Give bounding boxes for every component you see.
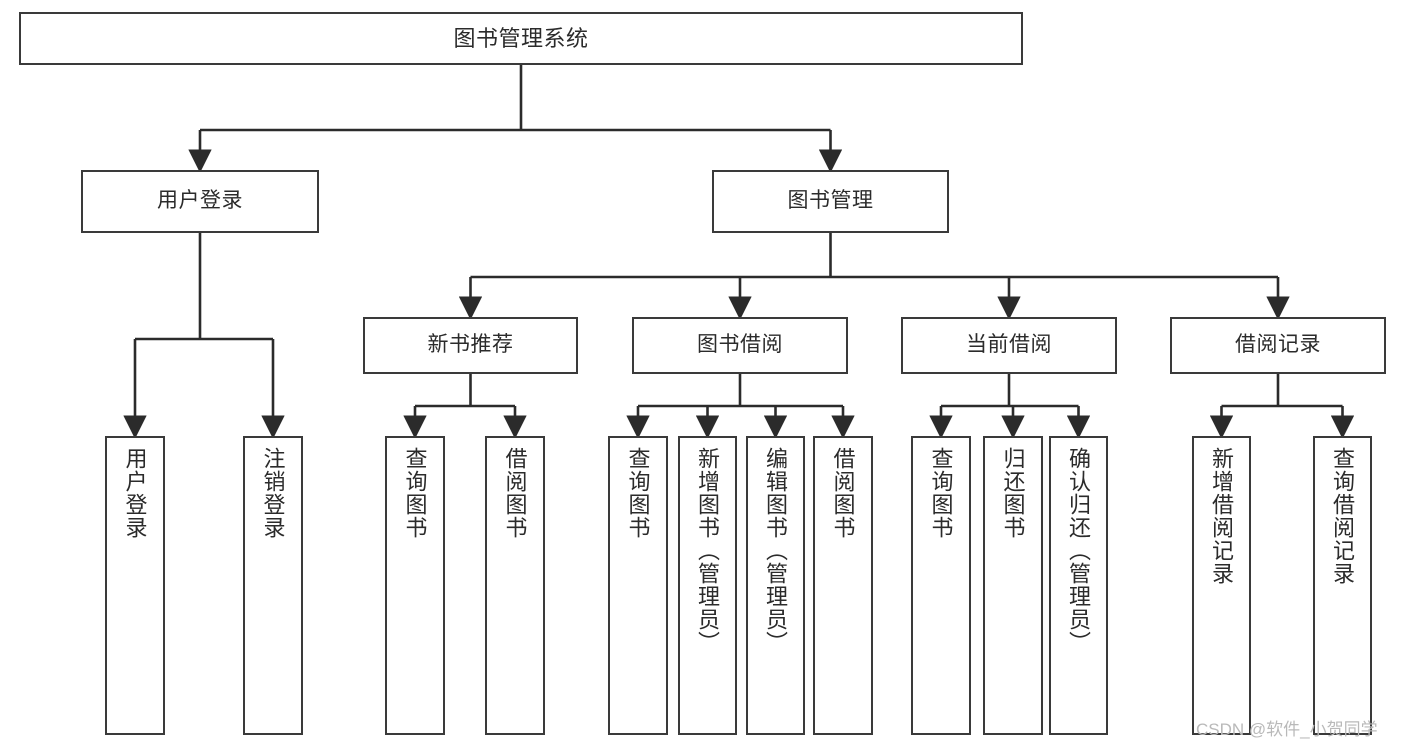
node-login[interactable]: 用户登录 bbox=[81, 170, 319, 233]
node-leaf-user-login[interactable]: 用户登录 bbox=[105, 436, 165, 735]
node-label: 用户登录 bbox=[122, 447, 148, 539]
node-label: 归还图书 bbox=[1000, 447, 1026, 539]
node-leaf-borrow-lend[interactable]: 借阅图书 bbox=[813, 436, 873, 735]
node-root[interactable]: 图书管理系统 bbox=[19, 12, 1023, 65]
node-label: 查询图书 bbox=[402, 447, 428, 539]
node-leaf-rec-query[interactable]: 查询借阅记录 bbox=[1313, 436, 1372, 735]
node-current[interactable]: 当前借阅 bbox=[901, 317, 1117, 374]
node-label: 新增借阅记录 bbox=[1209, 447, 1235, 585]
node-leaf-borrow-query[interactable]: 查询图书 bbox=[608, 436, 668, 735]
node-leaf-new-query[interactable]: 查询图书 bbox=[385, 436, 445, 735]
node-label: 编辑图书（管理员） bbox=[763, 447, 789, 654]
node-label: 新增图书（管理员） bbox=[695, 447, 721, 654]
node-bookmgmt[interactable]: 图书管理 bbox=[712, 170, 949, 233]
node-label: 图书管理 bbox=[787, 189, 874, 213]
watermark: CSDN @软件_小贺同学 bbox=[1196, 720, 1378, 739]
node-leaf-borrow-add[interactable]: 新增图书（管理员） bbox=[678, 436, 737, 735]
node-label: 查询图书 bbox=[625, 447, 651, 539]
node-label: 借阅记录 bbox=[1235, 333, 1321, 357]
node-label: 图书借阅 bbox=[697, 333, 783, 357]
node-label: 用户登录 bbox=[157, 189, 243, 213]
node-label: 借阅图书 bbox=[502, 447, 528, 539]
node-records[interactable]: 借阅记录 bbox=[1170, 317, 1386, 374]
node-label: 查询图书 bbox=[928, 447, 954, 539]
node-label: 图书管理系统 bbox=[453, 25, 589, 51]
node-label: 注销登录 bbox=[260, 447, 286, 539]
node-leaf-new-borrow[interactable]: 借阅图书 bbox=[485, 436, 545, 735]
node-leaf-cur-query[interactable]: 查询图书 bbox=[911, 436, 971, 735]
node-leaf-cur-confirm[interactable]: 确认归还（管理员） bbox=[1049, 436, 1108, 735]
node-leaf-cur-return[interactable]: 归还图书 bbox=[983, 436, 1043, 735]
node-label: 查询借阅记录 bbox=[1330, 447, 1356, 585]
node-newbook[interactable]: 新书推荐 bbox=[363, 317, 578, 374]
node-label: 当前借阅 bbox=[966, 333, 1052, 357]
node-leaf-user-logout[interactable]: 注销登录 bbox=[243, 436, 303, 735]
node-label: 确认归还（管理员） bbox=[1066, 447, 1092, 654]
node-leaf-borrow-edit[interactable]: 编辑图书（管理员） bbox=[746, 436, 805, 735]
node-label: 借阅图书 bbox=[830, 447, 856, 539]
node-label: 新书推荐 bbox=[427, 333, 514, 357]
node-borrow[interactable]: 图书借阅 bbox=[632, 317, 848, 374]
node-leaf-rec-add[interactable]: 新增借阅记录 bbox=[1192, 436, 1251, 735]
